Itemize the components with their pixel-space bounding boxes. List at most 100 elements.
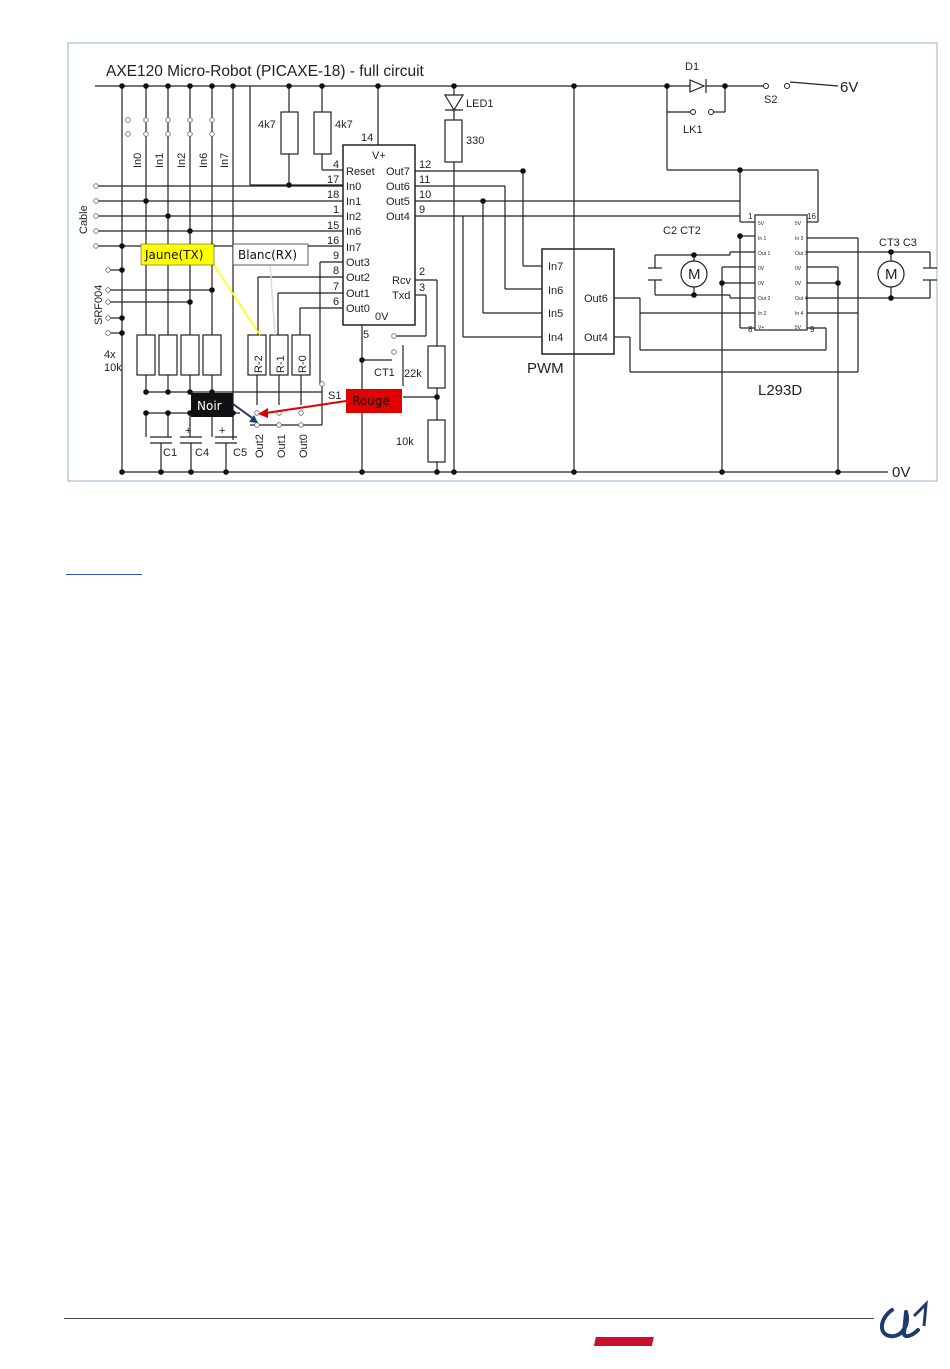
cap-c4-label: C4	[195, 447, 209, 459]
l293d-left-1: 5V	[758, 221, 765, 227]
l293d-right-6: Out 4	[795, 296, 807, 302]
picaxe-label-out7: Out7	[386, 166, 410, 178]
pwm-label-in6: In6	[548, 285, 563, 297]
s1-label: S1	[328, 390, 341, 402]
resistor-bank-count: 4x	[104, 349, 116, 361]
l293d-left-8: V+	[758, 325, 764, 331]
l293d-right-pin-labels: 5V In 3 Out 3 0V 0V Out 4 In 4 5V	[795, 221, 807, 331]
picaxe-pin-10: 10	[419, 189, 431, 201]
callout-jaune-box	[140, 243, 215, 266]
srf004-label: SRF004	[93, 285, 105, 325]
picaxe-pin-17: 17	[327, 174, 339, 186]
pwm-label-out4: Out4	[584, 332, 608, 344]
rouge-arrowhead	[258, 408, 268, 418]
resistor-bank-value: 10k	[104, 362, 122, 374]
picaxe-label-in2: In2	[346, 211, 361, 223]
l293d-left-5: 0V	[758, 281, 765, 287]
input-header-in0: In0	[132, 153, 144, 168]
cap-c5-polarity: +	[219, 425, 225, 437]
picaxe-pin-7: 7	[333, 281, 339, 293]
picaxe-pin-3: 3	[419, 282, 425, 294]
l293d-right-7: In 4	[795, 311, 804, 317]
picaxe-pin-9-right: 9	[419, 204, 425, 216]
picaxe-pin-1: 1	[333, 204, 339, 216]
jaune-pointer-line	[211, 261, 261, 336]
motor-left-symbol: M	[688, 266, 701, 283]
picaxe-pin-9: 9	[333, 250, 339, 262]
l293d-pin-9: 9	[810, 325, 815, 334]
pwm-title: PWM	[527, 360, 564, 377]
l293d-left-4: 0V	[758, 266, 765, 272]
pwm-label-in7: In7	[548, 261, 563, 273]
pullup-resistor-2-label: 4k7	[335, 119, 353, 131]
picaxe-label-out1: Out1	[346, 288, 370, 300]
picaxe-label-txd: Txd	[392, 290, 410, 302]
ct1-label: CT1	[374, 367, 395, 379]
lk1-label: LK1	[683, 124, 703, 136]
noir-pointer-line	[232, 403, 256, 421]
l293d-left-6: Out 2	[758, 296, 770, 302]
output-label-out2: Out2	[254, 434, 266, 458]
picaxe-label-reset: Reset	[346, 166, 375, 178]
picaxe-label-out5: Out5	[386, 196, 410, 208]
led-resistor-label: 330	[466, 135, 484, 147]
output-label-out0: Out0	[298, 434, 310, 458]
zero-volt-label: 0V	[892, 464, 910, 481]
picaxe-pin-12: 12	[419, 159, 431, 171]
pullup-resistor-1-label: 4k7	[258, 119, 276, 131]
input-header-in1: In1	[154, 153, 166, 168]
callout-blanc-box	[232, 243, 309, 266]
cap-c5-label: C5	[233, 447, 247, 459]
servo-header-r1: R-1	[275, 355, 287, 373]
picaxe-label-in1: In1	[346, 196, 361, 208]
noir-arrowhead	[249, 415, 258, 423]
motor-right-symbol: M	[885, 266, 898, 283]
picaxe-pin-18: 18	[327, 189, 339, 201]
l293d-pin-1: 1	[748, 212, 753, 221]
picaxe-pin-11: 11	[419, 174, 430, 186]
servo-header-r0: R-0	[297, 355, 309, 373]
l293d-right-4: 0V	[795, 266, 802, 272]
l293d-left-7: In 2	[758, 311, 767, 317]
cable-label: Cable	[78, 205, 90, 234]
input-header-in2: In2	[176, 153, 188, 168]
callout-noir-text: Noir	[197, 399, 222, 413]
input-header-in7: In7	[219, 153, 231, 168]
pwm-label-in5: In5	[548, 308, 563, 320]
input-header-in6: In6	[198, 153, 210, 168]
picaxe-label-in0: In0	[346, 181, 361, 193]
picaxe-right-pins: 12 11 10 9 2 3	[419, 159, 431, 294]
picaxe-label-in6: In6	[346, 226, 361, 238]
callout-rouge-text: Rouge	[352, 394, 390, 408]
picaxe-label-in7: In7	[346, 242, 361, 254]
picaxe-vplus-label: V+	[372, 150, 386, 162]
input-header-labels: In0 In1 In2 In6 In7	[132, 153, 231, 168]
motor-left-caps-label: C2 CT2	[663, 225, 701, 237]
servo-header-r2: R-2	[253, 355, 265, 373]
picaxe-label-out6: Out6	[386, 181, 410, 193]
l293d-right-8: 5V	[795, 325, 802, 331]
cap-c1-label: C1	[163, 447, 177, 459]
picaxe-pin-2: 2	[419, 266, 425, 278]
l293d-right-3: Out 3	[795, 251, 807, 257]
callout-blanc-text: Blanc(RX)	[238, 248, 297, 262]
l293d-pin-8: 8	[748, 325, 753, 334]
l293d-left-3: Out 1	[758, 251, 770, 257]
motor-right-caps-label: CT3 C3	[879, 237, 917, 249]
r10k-label: 10k	[396, 436, 414, 448]
output-label-out1: Out1	[276, 434, 288, 458]
l293d-left-pin-labels: 5V In 1 Out 1 0V 0V Out 2 In 2 V+	[758, 221, 770, 331]
picaxe-pin-8: 8	[333, 265, 339, 277]
pwm-label-out6: Out6	[584, 293, 608, 305]
picaxe-0v-label: 0V	[375, 311, 389, 323]
connector-pins	[93, 117, 397, 428]
hyperlink-underline[interactable]	[66, 574, 142, 575]
diagram-title: AXE120 Micro-Robot (PICAXE-18) - full ci…	[106, 63, 425, 80]
footer-divider	[64, 1318, 874, 1319]
callout-noir-box	[191, 393, 233, 417]
l293d-right-1: 5V	[795, 221, 802, 227]
blanc-pointer-line	[269, 263, 276, 336]
callout-jaune-text: Jaune(TX)	[144, 248, 203, 262]
picaxe-pin-4: 4	[333, 159, 339, 171]
